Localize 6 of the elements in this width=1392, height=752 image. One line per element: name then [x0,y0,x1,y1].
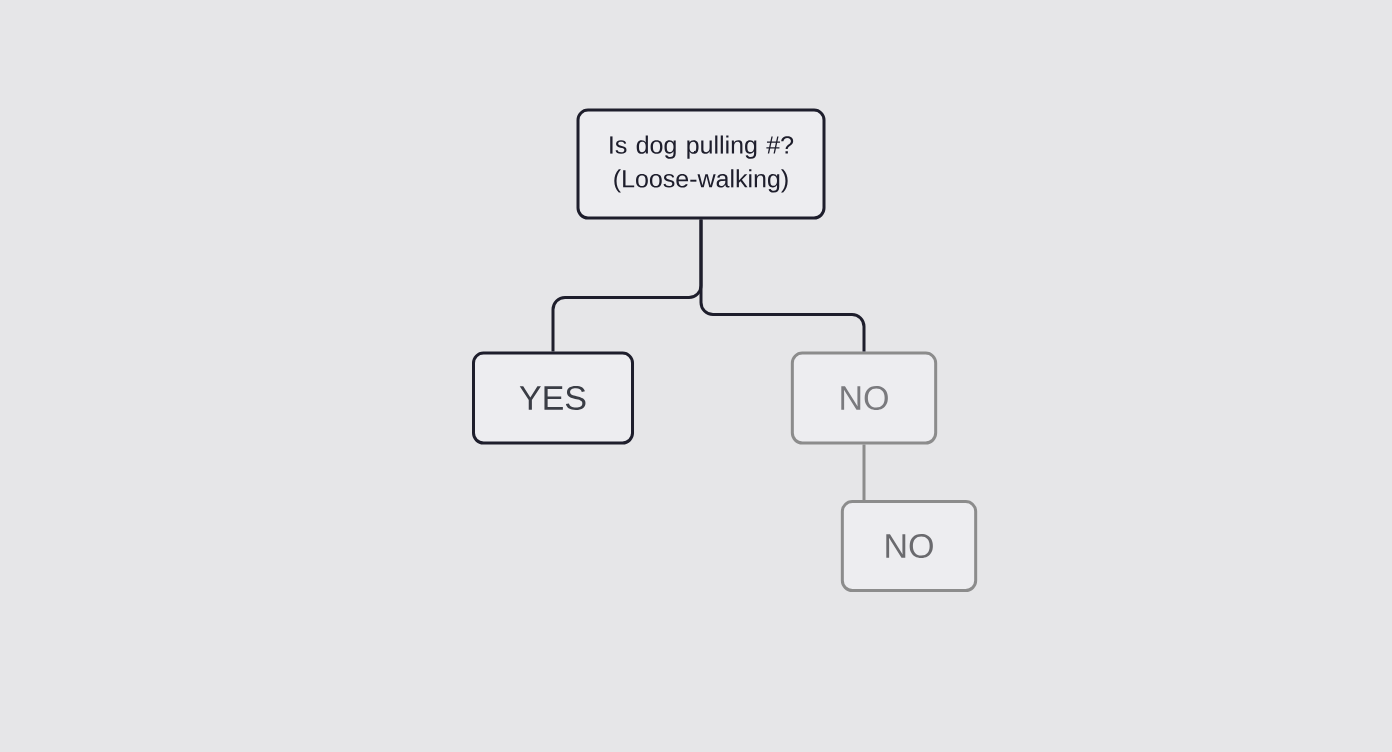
question-box: Is dog pulling #? (Loose-walking) [576,108,826,220]
connector-line [862,444,866,500]
answer-box: NO [790,351,938,445]
answer-box: YES [472,351,634,445]
answer-box: NO [840,500,978,592]
connector-line [699,219,866,352]
